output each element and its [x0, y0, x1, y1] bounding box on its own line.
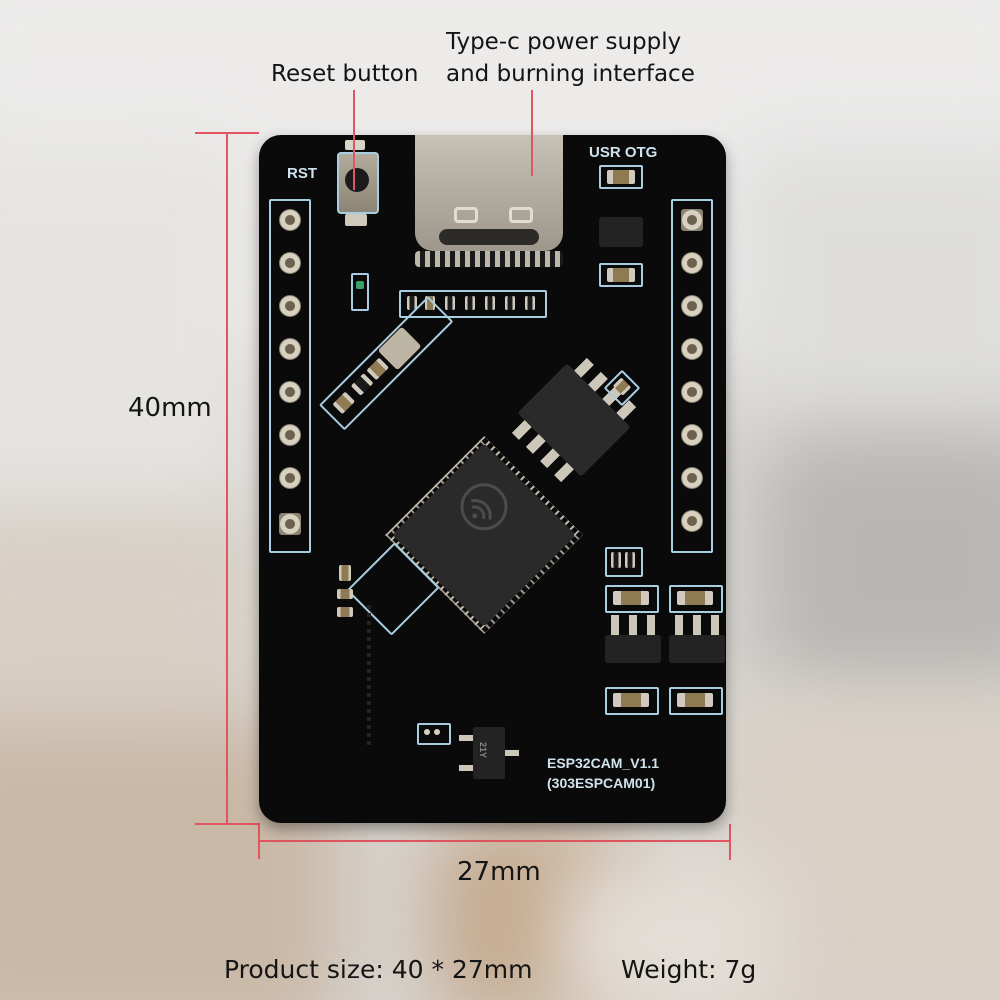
header-pin — [279, 252, 301, 274]
espressif-logo-icon — [460, 483, 508, 531]
sot23-transistor — [669, 635, 725, 663]
header-pin — [681, 338, 703, 360]
reset-button-cap — [345, 168, 369, 192]
sot23-transistor — [605, 635, 661, 663]
height-dimension-line — [226, 132, 228, 824]
usb-c-annotation-line2: and burning interface — [446, 61, 695, 87]
reset-pointer-line — [353, 90, 355, 190]
passive-cluster — [331, 542, 440, 636]
header-pin — [279, 209, 301, 231]
small-resistor — [417, 723, 451, 745]
capacitor — [669, 585, 723, 613]
header-pin — [681, 424, 703, 446]
esp32-chip — [385, 436, 583, 634]
usb-c-port[interactable] — [409, 135, 569, 279]
transistor-21y: 21Y — [459, 727, 519, 781]
header-pin — [681, 381, 703, 403]
header-pin — [681, 252, 703, 274]
left-pin-header — [269, 199, 311, 553]
esp32-cam-pcb: RST USR OTG — [259, 135, 726, 823]
otg-capacitor — [599, 263, 643, 287]
usb-c-pointer-line — [531, 90, 533, 176]
capacitor — [669, 687, 723, 715]
height-dimension-label: 40mm — [128, 393, 212, 423]
resistor-pair — [605, 547, 643, 577]
via-row — [367, 605, 371, 745]
height-dim-bottom-tick — [195, 823, 259, 825]
crystal-oscillator-group — [319, 296, 454, 431]
header-pin — [681, 295, 703, 317]
header-pin — [279, 381, 301, 403]
status-led — [351, 273, 369, 311]
width-dimension-line — [258, 840, 730, 842]
header-pin — [279, 295, 301, 317]
part-number-silkscreen: (303ESPCAM01) — [547, 775, 656, 791]
header-pin — [681, 510, 703, 532]
capacitor — [605, 585, 659, 613]
product-size-text: Product size: 40 * 27mm — [224, 955, 533, 984]
usr-otg-silkscreen: USR OTG — [589, 144, 658, 161]
header-pin-square — [681, 209, 703, 231]
width-dim-right-tick — [729, 824, 731, 860]
reset-button[interactable] — [335, 140, 379, 230]
capacitor — [605, 687, 659, 715]
header-pin-square — [279, 513, 301, 535]
reset-button-annotation: Reset button — [271, 61, 419, 87]
header-pin — [681, 467, 703, 489]
usb-c-annotation-line1: Type-c power supply — [446, 29, 682, 55]
transistor-pins — [675, 615, 719, 635]
model-silkscreen: ESP32CAM_V1.1 — [547, 755, 660, 771]
voltage-regulator-chip — [599, 217, 643, 247]
resistor-array — [399, 290, 547, 318]
header-pin — [279, 424, 301, 446]
transistor-pins — [611, 615, 655, 635]
otg-capacitor — [599, 165, 643, 189]
weight-text: Weight: 7g — [621, 955, 757, 984]
right-pin-header — [671, 199, 713, 553]
width-dimension-label: 27mm — [457, 857, 541, 887]
header-pin — [279, 338, 301, 360]
header-pin — [279, 467, 301, 489]
rst-silkscreen: RST — [287, 165, 317, 182]
